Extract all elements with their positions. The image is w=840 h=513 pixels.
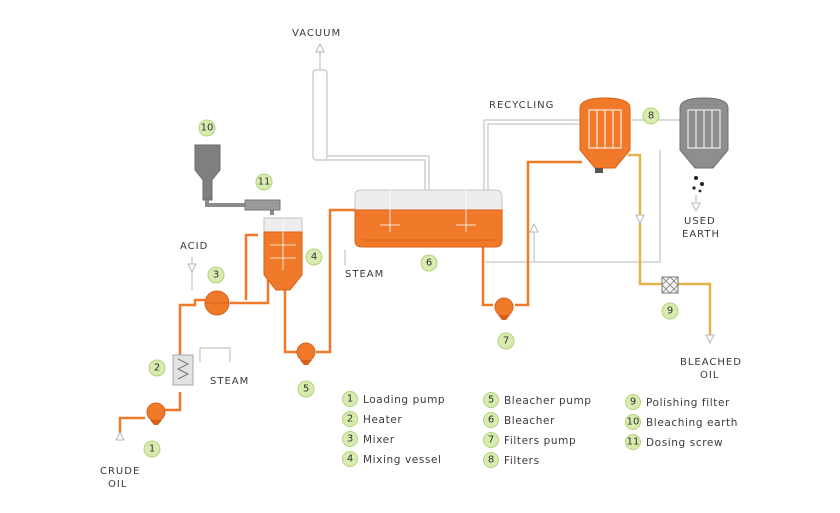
flow-up-arrow-icon: [529, 222, 539, 233]
acid-label: ACID: [180, 241, 208, 252]
badge-5: 5: [297, 380, 315, 398]
dosing-screw: [205, 199, 281, 215]
recycling-line: [483, 119, 680, 263]
steam-label-bleacher: STEAM: [345, 269, 384, 280]
vacuum-label: VACUUM: [292, 28, 341, 39]
legend-item: 5 Bleacher pump: [483, 392, 592, 408]
bleached-oil-arrow-icon: [705, 334, 715, 345]
used-earth-label-line2: EARTH: [682, 229, 720, 240]
svg-text:Filters: Filters: [504, 455, 540, 467]
legend-item: 2 Heater: [342, 411, 402, 427]
heater: [172, 354, 194, 386]
mixer: [204, 290, 230, 316]
vacuum-line: [312, 42, 430, 192]
legend-item: 4 Mixing vessel: [342, 451, 442, 467]
used-earth-label-line1: USED: [684, 216, 716, 227]
svg-text:Dosing screw: Dosing screw: [646, 437, 723, 449]
svg-text:11: 11: [627, 437, 640, 448]
acid-arrow-icon: [187, 263, 197, 274]
svg-text:Polishing filter: Polishing filter: [646, 397, 730, 409]
badge-7: 7: [497, 332, 515, 350]
svg-text:7: 7: [503, 336, 509, 347]
svg-text:7: 7: [488, 435, 494, 446]
svg-text:10: 10: [627, 417, 640, 428]
legend-item: 9 Polishing filter: [625, 394, 730, 410]
legend-item: 6 Bleacher: [483, 412, 555, 428]
mixing-vessel: [263, 217, 303, 291]
legend: 1 Loading pump 2 Heater 3 Mixer 4 Mixing ves…: [342, 391, 738, 468]
svg-text:Bleacher: Bleacher: [504, 415, 555, 427]
badge-2: 2: [148, 359, 166, 377]
legend-item: 3 Mixer: [342, 431, 395, 447]
svg-text:8: 8: [488, 455, 494, 466]
svg-text:Bleaching earth: Bleaching earth: [646, 417, 738, 429]
legend-item: 1 Loading pump: [342, 391, 445, 407]
filters-pump: [494, 297, 514, 320]
badge-11: 11: [255, 173, 273, 191]
svg-text:5: 5: [303, 384, 309, 395]
legend-item: 8 Filters: [483, 452, 540, 468]
svg-text:11: 11: [258, 177, 271, 188]
svg-text:Mixing vessel: Mixing vessel: [363, 454, 442, 466]
filter-orange: [579, 97, 631, 173]
badge-10: 10: [198, 119, 216, 137]
svg-text:4: 4: [311, 252, 317, 263]
recycling-label: RECYCLING: [489, 100, 554, 111]
svg-text:5: 5: [488, 395, 494, 406]
svg-text:Filters pump: Filters pump: [504, 435, 576, 447]
legend-item: 10 Bleaching earth: [625, 414, 738, 430]
flow-down-arrow-icon: [635, 214, 645, 225]
badge-9: 9: [661, 302, 679, 320]
loading-pump: [146, 402, 166, 425]
svg-text:8: 8: [648, 111, 654, 122]
svg-text:3: 3: [213, 270, 219, 281]
bleaching-earth-hopper: [194, 144, 221, 201]
svg-text:6: 6: [488, 415, 494, 426]
crude-oil-arrow-icon: [115, 430, 125, 441]
legend-item: 7 Filters pump: [483, 432, 576, 448]
badge-8: 8: [642, 107, 660, 125]
bleacher: [354, 186, 503, 248]
bleached-oil-label-line2: OIL: [700, 370, 719, 381]
bleached-oil-label-line1: BLEACHED: [680, 357, 742, 368]
svg-text:10: 10: [201, 123, 214, 134]
steam-line-heater: [199, 347, 231, 362]
svg-text:3: 3: [347, 434, 353, 445]
svg-text:2: 2: [347, 414, 353, 425]
polishing-filter: [661, 276, 679, 294]
filter-gray: [679, 97, 729, 193]
svg-text:9: 9: [630, 397, 636, 408]
svg-text:Loading pump: Loading pump: [363, 394, 445, 406]
svg-text:1: 1: [347, 394, 353, 405]
badge-6: 6: [420, 254, 438, 272]
used-earth-arrow-icon: [691, 202, 701, 213]
vacuum-arrow-icon: [315, 42, 325, 53]
svg-text:4: 4: [347, 454, 353, 465]
crude-oil-label-line2: OIL: [108, 479, 127, 490]
crude-oil-label-line1: CRUDE: [100, 466, 140, 477]
acid-line: [187, 257, 197, 290]
badge-3: 3: [207, 266, 225, 284]
badge-4: 4: [305, 248, 323, 266]
badge-1: 1: [143, 440, 161, 458]
bleacher-pump: [296, 342, 316, 365]
svg-text:Heater: Heater: [363, 414, 402, 426]
svg-text:2: 2: [154, 363, 160, 374]
vacuum-condenser: [312, 69, 328, 161]
steam-label-heater: STEAM: [210, 376, 249, 387]
svg-text:9: 9: [667, 306, 673, 317]
svg-text:6: 6: [426, 258, 432, 269]
svg-text:Bleacher pump: Bleacher pump: [504, 395, 592, 407]
svg-text:Mixer: Mixer: [363, 434, 395, 446]
legend-item: 11 Dosing screw: [625, 434, 723, 450]
svg-text:1: 1: [149, 444, 155, 455]
